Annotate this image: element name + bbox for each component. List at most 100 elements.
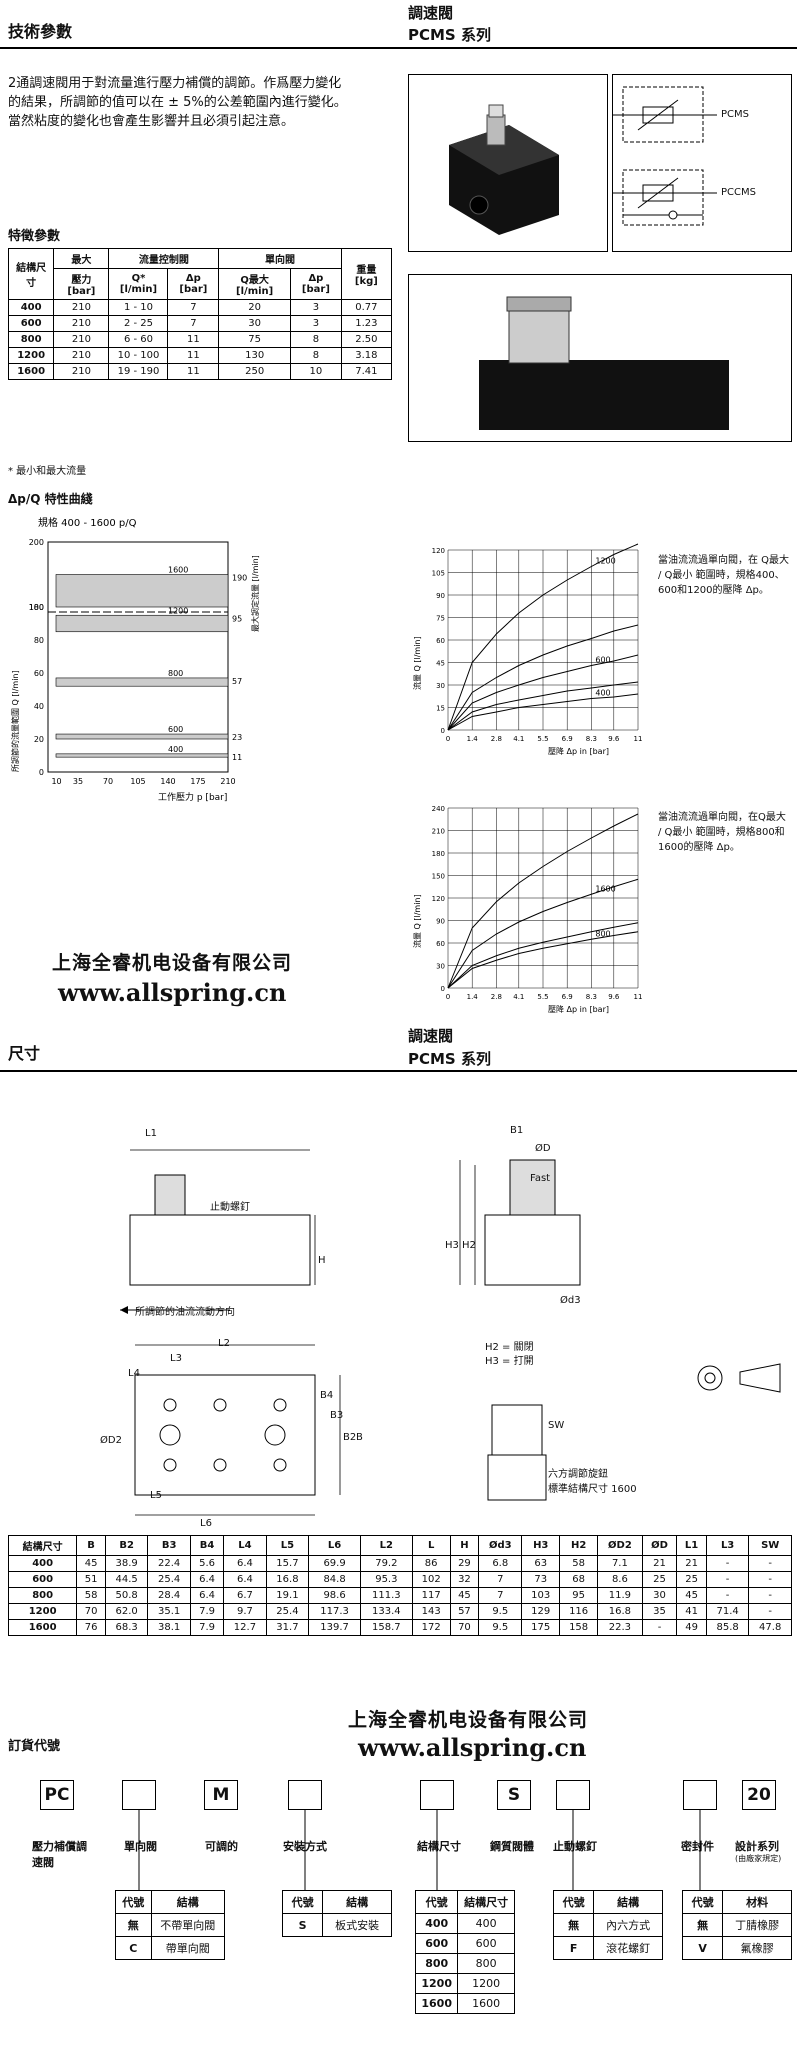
table-cell: 氟橡膠 <box>722 1936 792 1960</box>
x-tick: 175 <box>190 777 205 786</box>
band-right-label: 95 <box>232 614 242 623</box>
x-tick: 2.8 <box>491 993 502 1001</box>
table-cell: 400 <box>457 1913 515 1934</box>
valve-photo-icon <box>449 104 559 235</box>
dim-b2: B2 <box>343 1432 357 1443</box>
y-tick: 180 <box>29 603 44 612</box>
table-cell: 10 - 100 <box>108 347 169 364</box>
table-cell: S <box>281 1913 324 1937</box>
dim-od: ØD <box>535 1143 551 1154</box>
table-cell: 210 <box>53 331 110 348</box>
table-cell: 6.4 <box>189 1571 225 1588</box>
dim-od2: ØD2 <box>100 1435 122 1446</box>
table-cell: - <box>748 1587 792 1604</box>
table-cell: 9.5 <box>478 1619 523 1636</box>
table-cell: 8 <box>290 347 342 364</box>
x-tick: 8.3 <box>586 993 597 1001</box>
table-cell: 無 <box>115 1913 152 1937</box>
table-cell: 2 - 25 <box>108 315 169 332</box>
table-cell: 板式安裝 <box>322 1913 392 1937</box>
band-right-label: 57 <box>232 677 242 686</box>
table-cell: 1600 <box>457 1993 515 2014</box>
table-cell: 7.9 <box>189 1619 225 1636</box>
band-1200 <box>55 614 229 633</box>
curve-note-2: 當油流流過單向閥，在Q最大 / Q最小 範圍時，規格800和1600的壓降 Δp… <box>658 812 786 853</box>
band-800 <box>55 677 229 687</box>
dim-head-cell: H2 <box>559 1535 599 1556</box>
code-box-m: M <box>204 1780 238 1810</box>
table-cell: 95 <box>559 1587 599 1604</box>
table-cell: 210 <box>53 363 110 380</box>
table-cell: 19 - 190 <box>108 363 169 380</box>
table-cell: 6.4 <box>223 1555 267 1572</box>
x-label: 工作壓力 p [bar] <box>158 791 227 803</box>
dim-od3: Ød3 <box>560 1295 581 1306</box>
code-box-seal <box>683 1780 717 1810</box>
dim-head-cell: H3 <box>521 1535 561 1556</box>
table-cell: 69.9 <box>308 1555 361 1572</box>
y-tick: 120 <box>432 547 445 555</box>
y-tick: 0 <box>441 727 445 735</box>
x-tick: 1.4 <box>467 735 479 743</box>
dim-h: H <box>318 1255 326 1266</box>
x-tick: 10 <box>51 777 61 786</box>
curve-note-1: 當油流流過單向閥，在 Q最大 / Q最小 範圍時，規格400、600和1200的… <box>658 555 790 596</box>
flow-dir-label: 所調節的油流流動方向 <box>135 1307 235 1318</box>
table-cell: 結構 <box>322 1890 392 1914</box>
table-cell: 86 <box>411 1555 451 1572</box>
sub-row: 無丁腈橡膠 <box>681 1913 792 1937</box>
table-cell: 250 <box>218 363 291 380</box>
code-box-size <box>420 1780 454 1810</box>
table-cell: 800 <box>457 1953 515 1974</box>
table-cell: 41 <box>676 1603 707 1620</box>
table-cell: 28.4 <box>147 1587 191 1604</box>
table-cell: 帶單向閥 <box>150 1936 226 1960</box>
y-tick: 90 <box>436 918 445 926</box>
dim-head-cell: ØD2 <box>597 1535 643 1556</box>
sub-row: 代號結構 <box>552 1890 663 1914</box>
watermark-cn-2: 上海全睿机电设备有限公司 <box>348 1709 589 1731</box>
table-cell: 68.3 <box>104 1619 149 1636</box>
spec-title: 特徵參數 <box>8 229 61 244</box>
table-cell: 79.2 <box>359 1555 413 1572</box>
table-cell: 代號 <box>115 1890 152 1914</box>
dim-b3: B3 <box>330 1410 344 1421</box>
table-cell: 600 <box>7 1571 78 1588</box>
table-cell: 16.8 <box>597 1603 643 1620</box>
table-cell: 7.9 <box>189 1603 225 1620</box>
table-cell: 71.4 <box>705 1603 750 1620</box>
table-cell: 3.18 <box>340 347 393 364</box>
table-cell: 139.7 <box>308 1619 361 1636</box>
fast-label: Fast <box>530 1173 551 1184</box>
table-cell: 3 <box>290 315 342 332</box>
table-cell: 滾花螺釘 <box>593 1936 663 1960</box>
series-line-2 <box>447 654 639 731</box>
x-tick: 8.3 <box>586 735 597 743</box>
table-cell: 代號 <box>552 1890 595 1914</box>
series-line-3 <box>447 931 639 989</box>
y-tick: 20 <box>34 735 44 744</box>
symbol-panel: PCMS PCCMS <box>612 74 792 252</box>
series-title-2: PCMS 系列 <box>408 1050 491 1068</box>
band-label: 400 <box>168 745 183 754</box>
table-cell: 結構尺寸 <box>457 1890 515 1914</box>
section-title-2: 尺寸 <box>8 1044 41 1063</box>
order-label-4: 結構尺寸 <box>417 1840 461 1853</box>
table-cell: 85.8 <box>705 1619 750 1636</box>
table-cell: 結構 <box>593 1890 663 1914</box>
table-cell: 22.3 <box>597 1619 643 1636</box>
product-photo-2 <box>408 274 792 442</box>
x-tick: 140 <box>160 777 175 786</box>
y-tick: 15 <box>436 705 445 713</box>
y-tick: 100 <box>29 603 44 612</box>
